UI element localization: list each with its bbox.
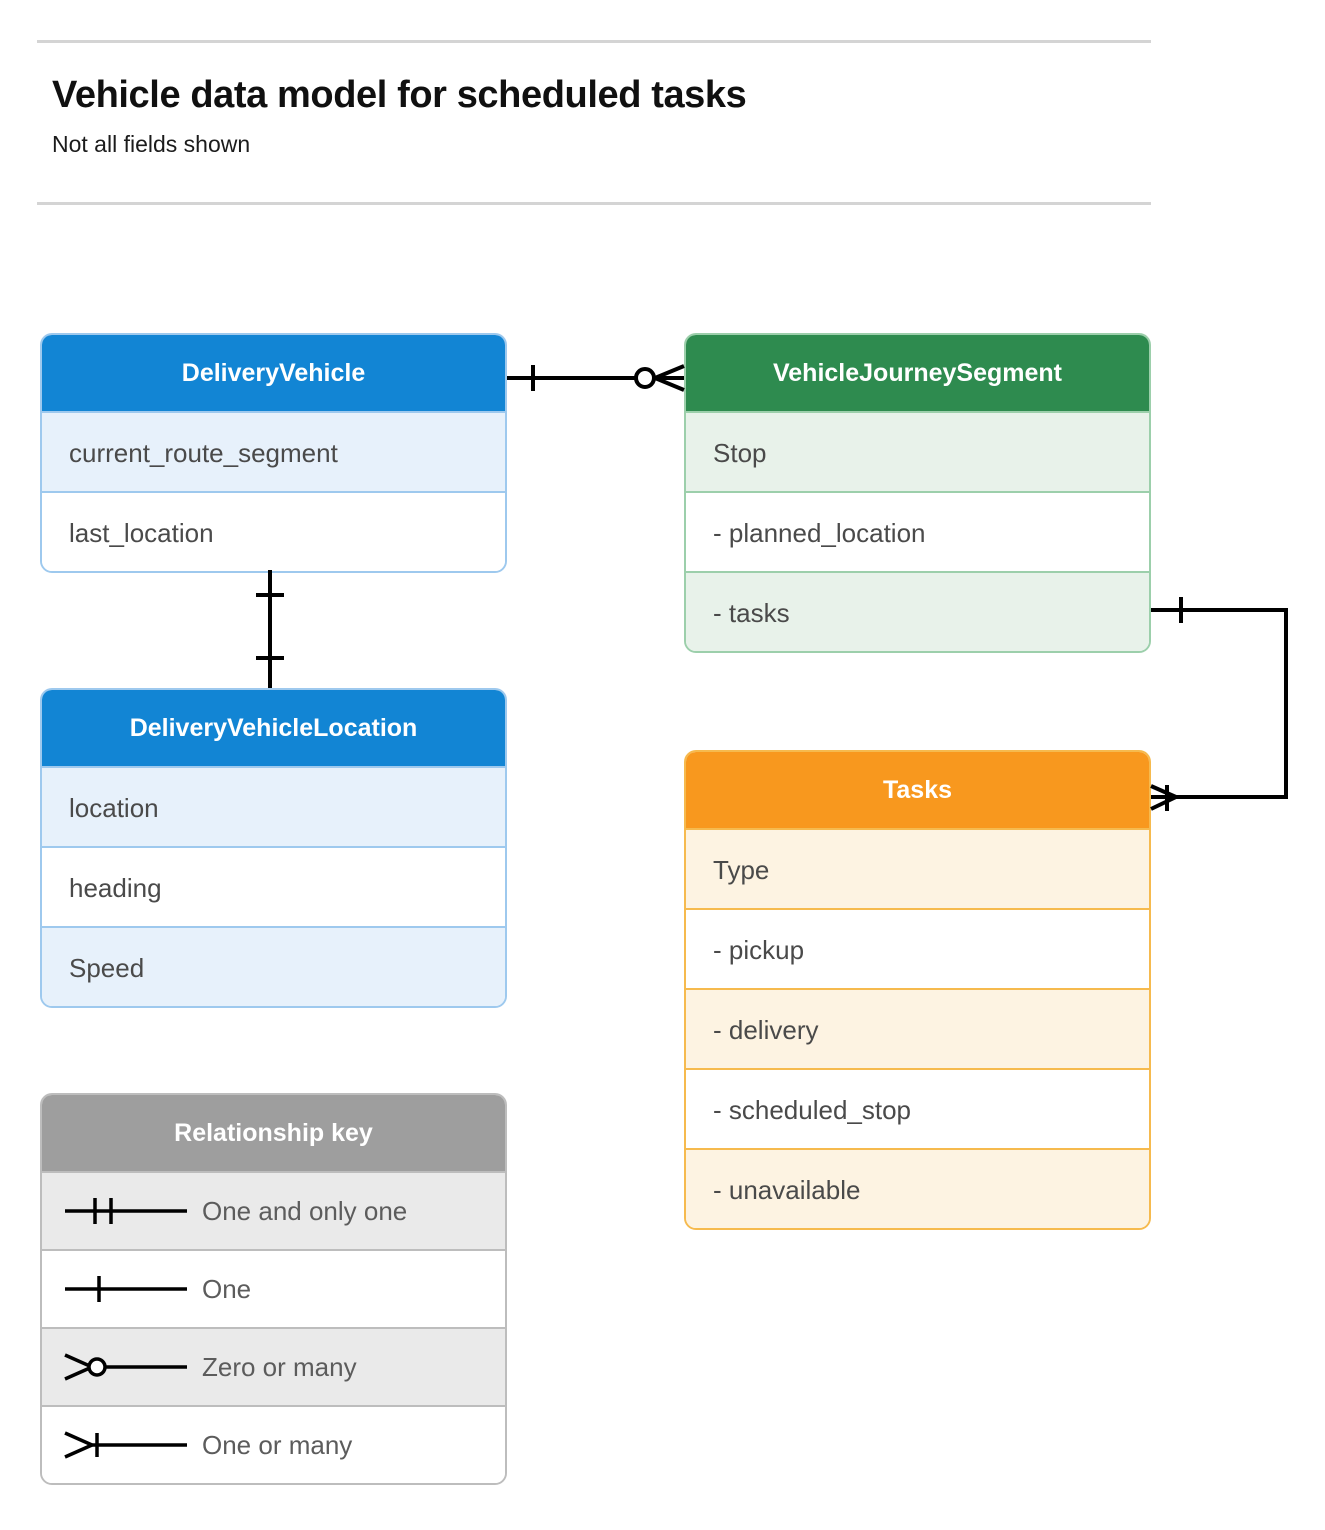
entity-field-last-location: last_location — [42, 491, 505, 571]
entity-field-speed: Speed — [42, 926, 505, 1006]
legend-item-one: One — [42, 1249, 505, 1327]
legend-label-one: One — [202, 1273, 252, 1304]
entity-title-tasks: Tasks — [686, 752, 1149, 828]
legend-label-one-and-only-one: One and only one — [202, 1195, 408, 1226]
one-and-only-one-icon — [42, 1191, 202, 1231]
connector-vehicle-to-journey-segment — [507, 364, 685, 392]
one-icon — [42, 1269, 202, 1309]
entity-field-planned-location: - planned_location — [686, 491, 1149, 571]
entity-field-current-route-segment: current_route_segment — [42, 411, 505, 491]
header-divider-bottom — [37, 202, 1151, 205]
entity-tasks[interactable]: Tasks Type - pickup - delivery - schedul… — [684, 750, 1151, 1230]
one-or-many-icon — [42, 1425, 202, 1465]
entity-field-tasks: - tasks — [686, 571, 1149, 651]
legend-label-one-or-many: One or many — [202, 1429, 353, 1460]
entity-field-scheduled-stop: - scheduled_stop — [686, 1068, 1149, 1148]
entity-field-heading: heading — [42, 846, 505, 926]
entity-field-pickup: - pickup — [686, 908, 1149, 988]
entity-title-delivery-vehicle: DeliveryVehicle — [42, 335, 505, 411]
entity-delivery-vehicle-location[interactable]: DeliveryVehicleLocation location heading… — [40, 688, 507, 1008]
legend-item-zero-or-many: Zero or many — [42, 1327, 505, 1405]
connector-vehicle-to-vehicle-location — [256, 570, 284, 688]
legend-label-zero-or-many: Zero or many — [202, 1351, 357, 1382]
connector-journey-segment-tasks-to-tasks — [1150, 597, 1288, 811]
legend-title: Relationship key — [42, 1095, 505, 1171]
entity-delivery-vehicle[interactable]: DeliveryVehicle current_route_segment la… — [40, 333, 507, 573]
header-divider-top — [37, 40, 1151, 43]
entity-vehicle-journey-segment[interactable]: VehicleJourneySegment Stop - planned_loc… — [684, 333, 1151, 653]
entity-title-vehicle-journey-segment: VehicleJourneySegment — [686, 335, 1149, 411]
entity-field-delivery: - delivery — [686, 988, 1149, 1068]
zero-or-many-icon — [42, 1347, 202, 1387]
legend-relationship-key: Relationship key One and only one — [40, 1093, 507, 1485]
page-title: Vehicle data model for scheduled tasks — [52, 74, 747, 116]
entity-title-delivery-vehicle-location: DeliveryVehicleLocation — [42, 690, 505, 766]
entity-field-type: Type — [686, 828, 1149, 908]
entity-field-stop: Stop — [686, 411, 1149, 491]
legend-item-one-and-only-one: One and only one — [42, 1171, 505, 1249]
legend-item-one-or-many: One or many — [42, 1405, 505, 1483]
page-subtitle: Not all fields shown — [52, 131, 251, 157]
entity-field-location: location — [42, 766, 505, 846]
entity-field-unavailable: - unavailable — [686, 1148, 1149, 1228]
